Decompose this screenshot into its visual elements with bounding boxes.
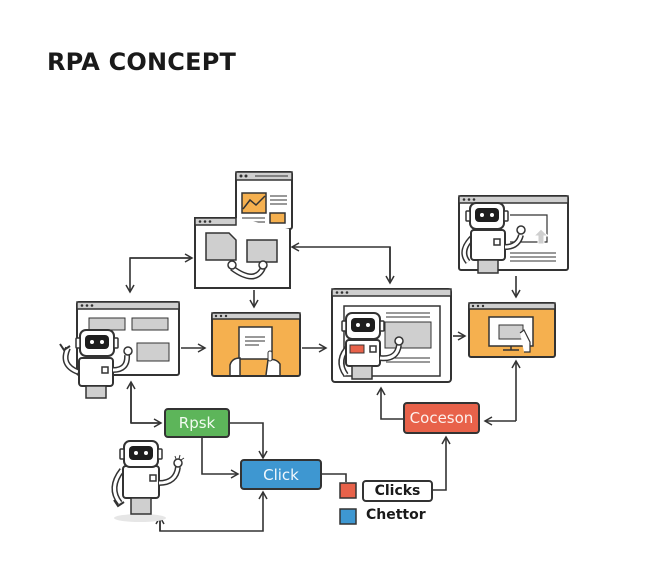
arrow-click-to-legend (322, 473, 347, 482)
chart-window-icon (241, 192, 267, 214)
robot-arms-window (194, 217, 291, 289)
clicks-node[interactable]: Clicks (362, 480, 433, 502)
robot-upload-window (458, 195, 569, 274)
diagram-title: RPA CONCEPT (47, 48, 237, 76)
coceson-node[interactable]: Coceson (403, 402, 480, 434)
arrow-window-top-to-left (125, 257, 192, 294)
robot-icon (338, 312, 404, 380)
robot-icon (119, 440, 163, 468)
dashboard-window (235, 171, 293, 230)
hand-tap-window (211, 312, 301, 377)
robot-icon (59, 329, 133, 399)
arrow-rpsk-to-click-right (228, 422, 268, 460)
arrow-loop-click (159, 490, 268, 532)
rpsk-node[interactable]: Rpsk (164, 408, 230, 438)
robot-arms-icon (205, 232, 278, 280)
standalone-robot (111, 440, 185, 522)
arrow-clicks-to-coceson (433, 435, 451, 491)
arrow-rpsk-to-click (201, 436, 240, 479)
arrow-coceson-to-window (376, 386, 404, 420)
click-node[interactable]: Click (240, 459, 322, 490)
legend-swatch-chettor (339, 508, 357, 525)
legend-swatch-clicks (339, 482, 357, 499)
robot-icon (461, 202, 526, 274)
arrow-right-to-top-window (290, 242, 391, 280)
connectors (125, 242, 521, 532)
monitor-window (468, 302, 556, 358)
robot-screen-window (331, 288, 452, 383)
legend-label-chettor: Chettor (366, 507, 426, 523)
hand-tap-icon (229, 326, 281, 376)
robot-form-window (59, 301, 180, 399)
arrow-left-to-rpsk (130, 385, 161, 424)
monitor-icon (488, 316, 534, 353)
